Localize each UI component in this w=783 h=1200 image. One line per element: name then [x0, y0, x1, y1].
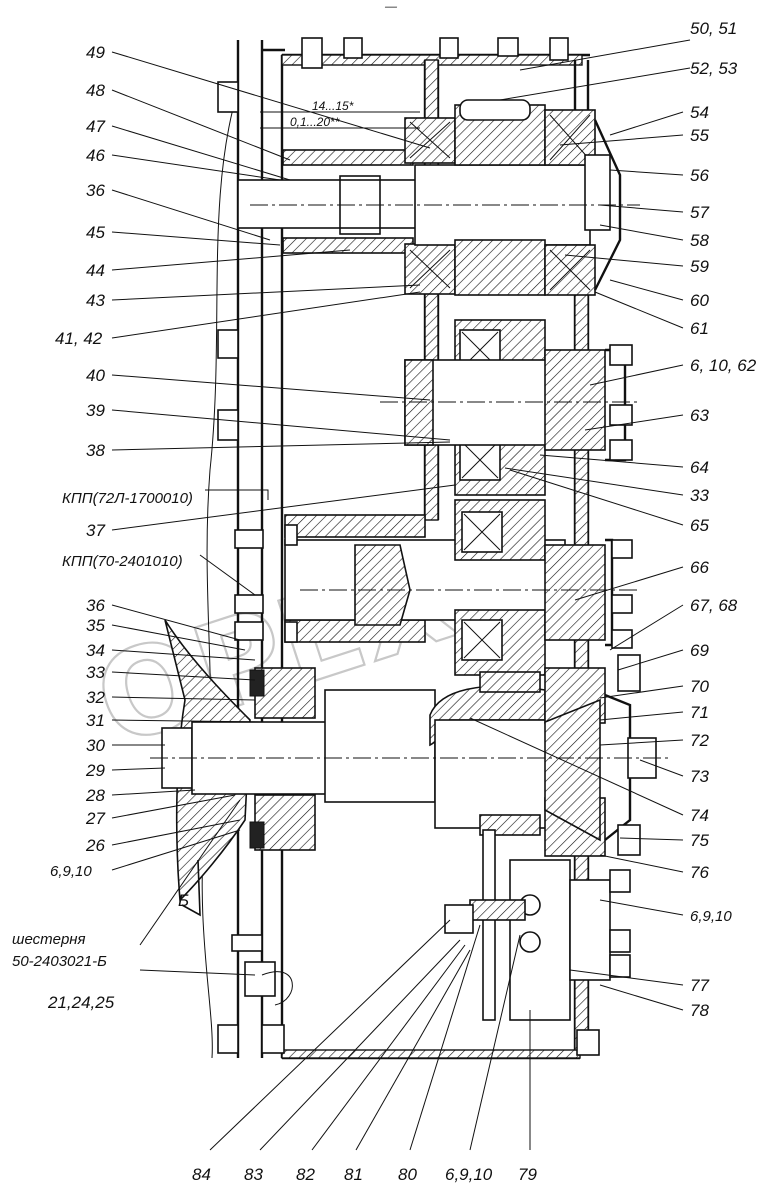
callout-79: 79 [518, 1165, 537, 1184]
callout-59: 59 [690, 257, 709, 276]
callout-44: 44 [86, 261, 105, 280]
callout-72: 72 [690, 731, 709, 750]
callouts-left: 49 48 47 46 36 45 44 43 41, 42 40 39 38 … [12, 43, 193, 1012]
callout-33-left: 33 [86, 663, 105, 682]
callout-30: 30 [86, 736, 105, 755]
callout-37: 37 [86, 521, 105, 540]
callout-48: 48 [86, 81, 105, 100]
top-mark: — [384, 0, 398, 13]
callout-38: 38 [86, 441, 105, 460]
callout-46: 46 [86, 146, 105, 165]
callout-71: 71 [690, 703, 709, 722]
input-shaft [237, 179, 419, 229]
callout-54: 54 [690, 103, 709, 122]
note-kpp-72l: КПП(72Л-1700010) [62, 490, 193, 507]
callout-31: 31 [86, 711, 105, 730]
callout-6-9-10-right: 6,9,10 [690, 908, 732, 925]
callouts-right: 50, 51 52, 53 54 55 56 57 58 59 60 61 6,… [690, 19, 757, 1020]
callout-83: 83 [244, 1165, 263, 1184]
callout-36-upper: 36 [86, 181, 105, 200]
callout-60: 60 [690, 291, 709, 310]
note-gear: шестерня [12, 931, 86, 948]
lower-middle-shaft-group [234, 499, 640, 676]
callout-33-right: 33 [690, 486, 709, 505]
callout-35: 35 [86, 616, 105, 635]
callout-56: 56 [690, 166, 709, 185]
note-gear-number: 50-2403021-Б [12, 953, 107, 970]
callouts-bottom: 84 83 82 81 80 6,9,10 79 [192, 1165, 537, 1184]
callout-41-42: 41, 42 [55, 329, 103, 348]
leader-lines [111, 39, 691, 1151]
callout-26: 26 [85, 836, 105, 855]
callout-57: 57 [690, 203, 709, 222]
note-kpp-70: КПП(70-2401010) [62, 553, 183, 570]
callout-29: 29 [85, 761, 105, 780]
callout-78: 78 [690, 1001, 709, 1020]
callout-34: 34 [86, 641, 105, 660]
callout-49: 49 [86, 43, 105, 62]
callout-52-53: 52, 53 [690, 59, 738, 78]
callout-64: 64 [690, 458, 709, 477]
callout-69: 69 [690, 641, 709, 660]
callout-28: 28 [85, 786, 105, 805]
callout-67-68: 67, 68 [690, 596, 738, 615]
output-shaft-upper [414, 164, 591, 246]
callout-61: 61 [690, 319, 709, 338]
output-shaft-right [434, 719, 551, 829]
section-label-b: Б [178, 891, 189, 910]
callout-66: 66 [690, 558, 709, 577]
callout-73: 73 [690, 767, 709, 786]
callout-6-9-10-bottom: 6,9,10 [445, 1165, 493, 1184]
callout-58: 58 [690, 231, 709, 250]
callout-81: 81 [344, 1165, 363, 1184]
sleeve-48 [282, 149, 414, 166]
callout-47: 47 [86, 117, 105, 136]
callout-21-24-25: 21,24,25 [47, 993, 115, 1012]
callout-70: 70 [690, 677, 709, 696]
callout-76: 76 [690, 863, 709, 882]
callout-6-9-10-left: 6,9,10 [50, 863, 92, 880]
callout-6-10-62: 6, 10, 62 [690, 356, 757, 375]
upper-shaft-group: 14...15* 0,1...20** [217, 37, 640, 441]
dimension-1: 14...15* [312, 99, 354, 113]
callout-65: 65 [690, 516, 709, 535]
callout-82: 82 [296, 1165, 315, 1184]
callout-27: 27 [85, 809, 105, 828]
dimension-2: 0,1...20** [290, 115, 340, 129]
callout-75: 75 [690, 831, 709, 850]
callout-80: 80 [398, 1165, 417, 1184]
callout-55: 55 [690, 126, 709, 145]
callout-32: 32 [86, 688, 105, 707]
callout-36-lower: 36 [86, 596, 105, 615]
shift-mechanism [217, 829, 631, 1056]
callout-43: 43 [86, 291, 105, 310]
callout-84: 84 [192, 1165, 211, 1184]
callout-63: 63 [690, 406, 709, 425]
callout-45: 45 [86, 223, 105, 242]
callout-39: 39 [86, 401, 105, 420]
callout-74: 74 [690, 806, 709, 825]
middle-shaft-group [380, 319, 640, 496]
callout-77: 77 [690, 976, 709, 995]
callout-50-51: 50, 51 [690, 19, 737, 38]
callout-40: 40 [86, 366, 105, 385]
